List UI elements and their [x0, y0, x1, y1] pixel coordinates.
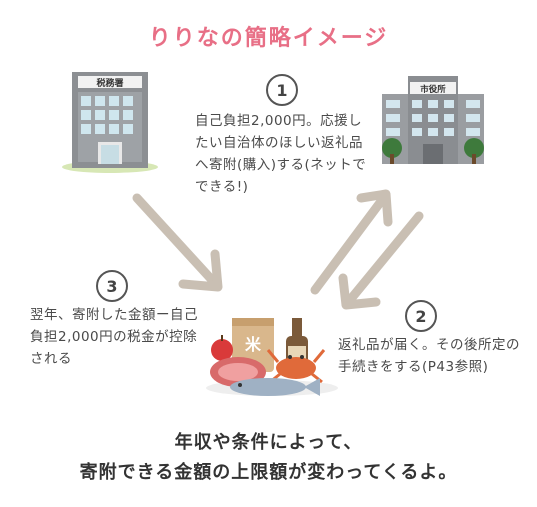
arrow-municipality-to-gifts-icon: [338, 211, 424, 310]
arrow-gifts-to-municipality-icon: [310, 189, 393, 295]
step-1-text: 自己負担2,000円。応援したい自治体のほしい返礼品へ寄附(購入)する(ネットで…: [195, 113, 367, 195]
step-3-text: 翌年、寄附した金額ー自己負担2,000円の税金が控除される: [30, 307, 198, 367]
footer-line-2: 寄附できる金額の上限額が変わってくるよ。: [79, 462, 458, 483]
tax-office-sign: 税務署: [96, 77, 123, 89]
step-2-text: 返礼品が届く。その後所定の手続きをする(P43参照): [338, 337, 520, 375]
step-3-number: 3: [96, 270, 128, 302]
municipality-sign: 市役所: [420, 84, 446, 95]
step-1-number: 1: [266, 74, 298, 106]
page-title: りりなの簡略イメージ: [148, 26, 389, 51]
tax-office-building-icon: 税務署: [62, 72, 158, 173]
step-2-number: 2: [405, 300, 437, 332]
footer-line-1: 年収や条件によって、: [174, 432, 363, 453]
arrow-tax-to-gifts-icon: [132, 193, 223, 292]
municipality-building-icon: 市役所: [382, 76, 484, 164]
rice-bag-label: 米: [245, 335, 262, 354]
return-gifts-illustration: 米: [206, 318, 338, 396]
